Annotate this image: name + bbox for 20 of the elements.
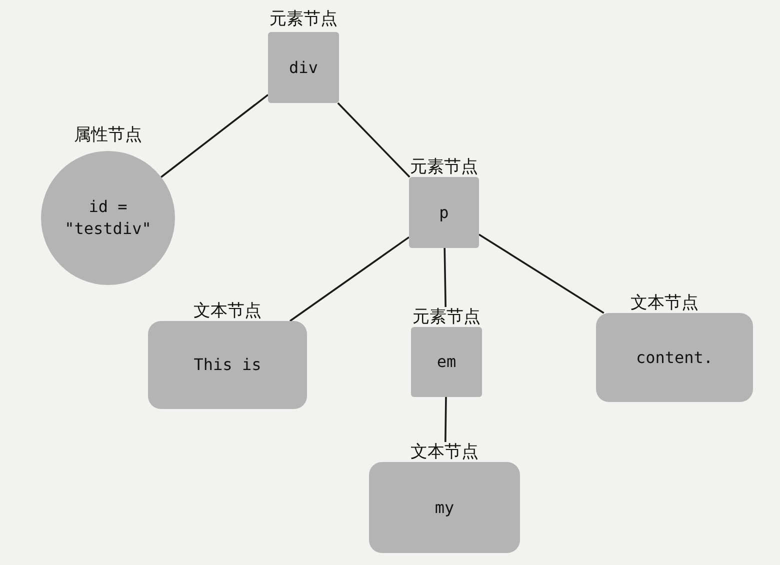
node-text: id = "testdiv" bbox=[64, 196, 152, 240]
connector-line bbox=[444, 248, 446, 308]
node-type-label: 元素节点 bbox=[410, 157, 478, 177]
text-node-box: content. bbox=[596, 313, 753, 402]
connector-line bbox=[444, 396, 447, 442]
node-type-label: 文本节点 bbox=[194, 301, 262, 321]
connector-line bbox=[160, 94, 269, 178]
node-type-label: 文本节点 bbox=[630, 293, 698, 313]
element-node-box: p bbox=[409, 177, 479, 248]
element-node-box: div bbox=[268, 32, 339, 103]
node-type-label: 元素节点 bbox=[412, 307, 480, 327]
connector-line bbox=[337, 102, 410, 178]
text-node-box: This is bbox=[148, 321, 307, 409]
node-type-label: 属性节点 bbox=[74, 125, 142, 145]
node-type-label: 文本节点 bbox=[410, 442, 478, 462]
element-node-box: em bbox=[411, 327, 482, 397]
connector-line bbox=[289, 236, 410, 322]
connector-line bbox=[478, 234, 604, 314]
text-node-box: my bbox=[369, 462, 520, 553]
node-type-label: 元素节点 bbox=[270, 9, 338, 29]
